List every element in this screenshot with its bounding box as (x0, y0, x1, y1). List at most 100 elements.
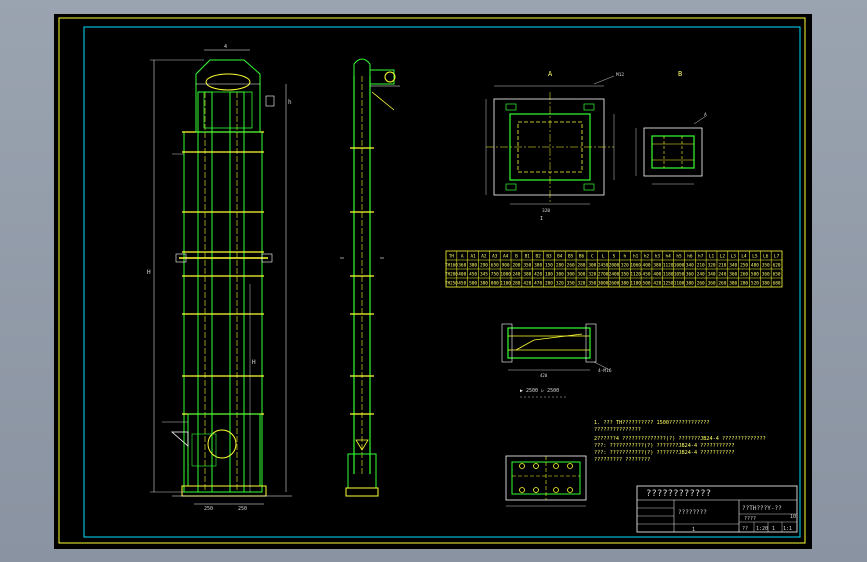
table-cell: 2600 (609, 281, 620, 287)
table-header-cell: h4 (666, 254, 672, 260)
table-cell: 500 (643, 281, 651, 287)
table-cell: 650 (491, 263, 499, 269)
table-cell: 800 (491, 281, 499, 287)
title-block-scale-label: ?? (742, 526, 748, 532)
table-cell: 2000 (609, 263, 620, 269)
note-line-1: 1. ??? TH?????????? 1500????????????? (594, 420, 710, 426)
table-header-cell: h6 (687, 254, 693, 260)
table-header-cell: C (591, 254, 594, 260)
table-cell: 240 (512, 272, 520, 278)
table-header-cell: L7 (774, 254, 780, 260)
table-cell: 1120 (630, 272, 641, 278)
table-cell: 1100 (674, 281, 685, 287)
view-b-detail (635, 115, 707, 185)
table-cell: 350 (588, 281, 596, 287)
table-header-cell: B5 (568, 254, 574, 260)
table-cell: 900 (502, 263, 510, 269)
table-cell: 320 (621, 263, 629, 269)
table-cell: 260 (697, 281, 705, 287)
dim-h-upper: h (288, 99, 292, 106)
table-cell: 1060 (630, 263, 641, 269)
table-cell: 240 (697, 272, 705, 278)
table-cell: 420 (523, 281, 531, 287)
title-block-title: ???????????? (646, 489, 711, 499)
front-view (150, 49, 292, 505)
table-cell: 380 (653, 263, 661, 269)
table-cell: 260 (718, 281, 726, 287)
table-cell: 400 (458, 272, 466, 278)
dim-flange-width: 420 (540, 373, 548, 378)
table-cell: 320 (556, 281, 564, 287)
table-cell: 380 (534, 263, 542, 269)
table-header-cell: B2 (535, 254, 541, 260)
table-cell: 350 (567, 281, 575, 287)
cad-drawing-sheet[interactable]: 4 250 250 H H h A (54, 14, 812, 549)
table-header-cell: S (613, 254, 616, 260)
table-cell: 150 (545, 263, 553, 269)
table-cell: 470 (534, 281, 542, 287)
table-cell: 1000 (500, 272, 511, 278)
table-header-cell: A3 (492, 254, 498, 260)
table-cell: TH250 (445, 281, 458, 286)
table-header-cell: L5 (752, 254, 758, 260)
table-cell: 300 (578, 272, 586, 278)
table-header-cell: A (461, 254, 464, 260)
table-cell: 360 (458, 263, 466, 269)
table-cell: 380 (523, 272, 531, 278)
table-cell: 1050 (674, 272, 685, 278)
bucket-elevator-drawing[interactable]: 4 250 250 H H h A (54, 14, 812, 549)
table-header-cell: A2 (481, 254, 487, 260)
table-cell: 290 (480, 263, 488, 269)
table-cell: 260 (567, 263, 575, 269)
note-line-4: ???: ???????????(?) ???????JB24-4 ??????… (594, 443, 735, 449)
table-header-cell: L2 (720, 254, 726, 260)
table-cell: 450 (643, 272, 651, 278)
table-cell: 360 (762, 272, 770, 278)
foundation-plan (505, 455, 587, 507)
table-cell: 2700 (598, 272, 609, 278)
table-cell: 260 (740, 272, 748, 278)
table-cell: 620 (773, 263, 781, 269)
table-cell: 1120 (663, 263, 674, 269)
title-block-sheets: 10 (790, 514, 796, 520)
table-cell: 380 (469, 263, 477, 269)
note-line-6: ????????? ???????? (594, 457, 650, 463)
table-cell: 320 (578, 281, 586, 287)
table-cell: 250 (740, 263, 748, 269)
table-header-cell: L (602, 254, 605, 260)
table-header-cell: B1 (525, 254, 531, 260)
table-cell: 300 (567, 272, 575, 278)
table-cell: 450 (469, 272, 477, 278)
table-header-cell: B6 (579, 254, 585, 260)
dim-h-lower: H (252, 359, 256, 366)
table-header-cell: TH (449, 254, 455, 259)
title-block-scale: 1:20 (756, 526, 768, 532)
table-cell: 180 (545, 272, 553, 278)
table-cell: 3000 (598, 281, 609, 287)
table-header-cell: L6 (763, 254, 769, 260)
table-cell: 240 (718, 272, 726, 278)
table-cell: 320 (708, 263, 716, 269)
table-cell: 1100 (500, 281, 511, 287)
view-a-plan (485, 75, 615, 205)
dim-side-mark: A (704, 112, 707, 118)
view-a-label: A (548, 70, 553, 78)
table-cell: 280 (740, 281, 748, 287)
table-cell: 1180 (630, 281, 641, 287)
table-header-cell: A1 (470, 254, 476, 260)
table-cell: 345 (480, 272, 488, 278)
outer-border (58, 17, 806, 544)
dim-hole-spec: M12 (616, 72, 624, 78)
dim-top-width: 4 (224, 44, 227, 50)
table-header-cell: h7 (698, 254, 704, 260)
table-header-cell: h5 (676, 254, 682, 260)
side-view (340, 58, 400, 497)
table-cell: 280 (512, 281, 520, 287)
table-cell: 380 (621, 281, 629, 287)
dim-base-right: 250 (238, 506, 247, 512)
table-cell: 750 (491, 272, 499, 278)
table-header-cell: h (624, 254, 627, 260)
title-block-qty: 1 (772, 526, 775, 532)
section-caption: I (540, 216, 543, 222)
